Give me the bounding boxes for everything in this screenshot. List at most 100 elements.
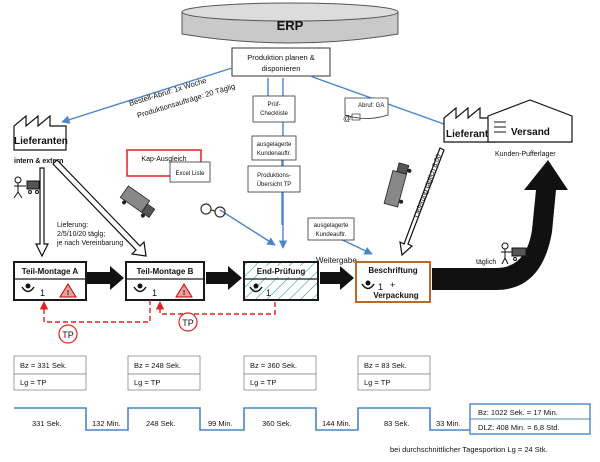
svg-text:Kap-Ausgleich: Kap-Ausgleich: [141, 156, 186, 163]
process-time-4: 83 Sek.: [384, 419, 409, 428]
timeline-summary-box: Bz: 1022 Sek. = 17 Min. DLZ: 408 Min. = …: [469, 403, 591, 435]
erp-database: ERP: [181, 2, 399, 44]
tp-badge-left: TP: [58, 324, 78, 344]
operator-count: 1: [266, 288, 271, 298]
process-name: Beschriftung: [368, 266, 417, 275]
doc-excel-liste: Excel Liste: [169, 161, 211, 183]
svg-text:ausgelagerte: ausgelagerte: [257, 142, 292, 148]
svg-text:Übersicht TP: Übersicht TP: [257, 181, 292, 188]
lieferanten-label: Lieferanten: [14, 136, 68, 147]
process-teil-montage-a: Teil-Montage A 1 !: [13, 261, 87, 301]
push-arrows: [35, 159, 147, 258]
taeglich-label: täglich: [476, 259, 496, 266]
truck-icon-right: [383, 162, 412, 208]
versand-label: Versand: [511, 127, 550, 138]
person-cart-icon-right: [501, 242, 527, 265]
svg-text:Lg = TP: Lg = TP: [250, 378, 276, 387]
doc-pruef-checkliste: Prüf- Checkliste: [252, 95, 296, 123]
operator-icon: [21, 286, 35, 293]
process-name-2: Verpackung: [373, 291, 418, 300]
process-time-1: 331 Sek.: [32, 419, 62, 428]
svg-text:TP: TP: [62, 330, 74, 340]
kunden-pufferlager-label: Kunden-Pufferlager: [495, 151, 556, 158]
timeline-line: [14, 407, 470, 431]
timeline-footnote: bei durchschnittlicher Tagesportion Lg =…: [390, 445, 548, 454]
at-icon: @: [343, 114, 351, 123]
produktion-planen-line1: Produktion planen &: [247, 53, 315, 62]
wait-time-2: 99 Min.: [208, 419, 233, 428]
weitergabe-label: Weitergabe: [316, 256, 357, 265]
svg-text:Bz = 331 Sek.: Bz = 331 Sek.: [20, 361, 67, 370]
flow-glasses: [219, 209, 276, 246]
process-end-pruefung: End-Prüfung 1: [243, 261, 319, 301]
lieferung-line2: 2/5/10/20 täglg;: [57, 231, 105, 238]
data-box-a: Bz = 331 Sek. Lg = TP: [13, 355, 87, 391]
svg-text:Lg = TP: Lg = TP: [20, 378, 46, 387]
summary-dlz: DLZ: 408 Min. = 6,8 Std.: [478, 423, 560, 432]
svg-text:Produktions-: Produktions-: [257, 173, 291, 179]
doc-ausgelagerte-kundeauftr: ausgelagerte Kundeauftr.: [307, 217, 355, 241]
process-time-2: 248 Sek.: [146, 419, 176, 428]
shipment-arrow: [432, 160, 568, 290]
glasses-icon: [200, 203, 226, 218]
svg-text:Excel Liste: Excel Liste: [175, 171, 205, 177]
doc-abruf-ga: Abruf: GA @: [343, 97, 389, 123]
wait-time-1: 132 Min.: [92, 419, 121, 428]
process-name: End-Prüfung: [257, 267, 306, 276]
svg-text:Bz = 360 Sek.: Bz = 360 Sek.: [250, 361, 297, 370]
svg-text:Lg = TP: Lg = TP: [364, 378, 390, 387]
truck-icon-left: [119, 185, 156, 219]
produktion-planen-box: Produktion planen & disponieren: [231, 47, 331, 77]
lieferung-line3: je nach Vereinbarung: [56, 240, 123, 247]
data-box-b: Bz = 248 Sek. Lg = TP: [127, 355, 201, 391]
process-push-arrows: [86, 266, 354, 290]
wait-time-3: 144 Min.: [322, 419, 351, 428]
mail-icon: [351, 113, 361, 121]
svg-text:ausgelagerte: ausgelagerte: [314, 223, 349, 229]
svg-text:Abruf: GA: Abruf: GA: [358, 103, 384, 109]
doc-ausgelagerte-kundenauftr: ausgelagerte Kundenauftr.: [251, 135, 297, 161]
operator-count: 1: [378, 282, 383, 292]
process-teil-montage-b: Teil-Montage B 1 !: [125, 261, 205, 301]
svg-text:!: !: [67, 290, 69, 297]
operator-count: 1: [40, 288, 45, 298]
operator-icon: [133, 286, 147, 293]
data-box-beschriftung: Bz = 83 Sek. Lg = TP: [357, 355, 431, 391]
operator-count: 1: [152, 288, 157, 298]
erp-title: ERP: [277, 18, 304, 33]
inventory-triangle-icon: [175, 283, 193, 298]
tp-badge-right: TP: [178, 312, 198, 332]
flow-to-lieferanten: [61, 67, 233, 124]
kanban-loops: [39, 300, 276, 323]
process-name: Teil-Montage B: [137, 267, 194, 276]
process-beschriftung: Beschriftung 1 + Verpackung: [355, 261, 431, 303]
svg-text:Bz = 248 Sek.: Bz = 248 Sek.: [134, 361, 181, 370]
lieferung-line1: Lieferung:: [57, 222, 88, 229]
inventory-triangle-icon: [59, 283, 77, 298]
operator-icon: [361, 283, 375, 290]
lieferung-taeglich-label: Lieferung täglich 8:00: [413, 153, 443, 218]
svg-text:Checkliste: Checkliste: [260, 111, 288, 117]
svg-text:Lg = TP: Lg = TP: [134, 378, 160, 387]
operator-icon: [249, 286, 263, 293]
svg-text:Kundenauftr.: Kundenauftr.: [257, 151, 291, 157]
doc-produktions-uebersicht: Produktions- Übersicht TP: [247, 165, 301, 193]
svg-text:!: !: [183, 290, 185, 297]
svg-text:Prüf-: Prüf-: [267, 102, 280, 108]
wait-time-4: 33 Min.: [436, 419, 461, 428]
svg-text:TP: TP: [182, 318, 194, 328]
process-time-3: 360 Sek.: [262, 419, 292, 428]
intern-extern-label: intern & extern: [14, 158, 63, 165]
push-arrow-ga: [399, 147, 445, 257]
versand-house-icon: [487, 99, 573, 143]
produktion-planen-line2: disponieren: [262, 64, 301, 73]
process-name: Teil-Montage A: [22, 267, 79, 276]
data-box-endpruefung: Bz = 360 Sek. Lg = TP: [243, 355, 317, 391]
lieferanten-factory-icon: [13, 114, 67, 151]
summary-bz: Bz: 1022 Sek. = 17 Min.: [478, 408, 558, 417]
person-cart-icon: [13, 176, 40, 199]
plus-sign: +: [390, 280, 395, 290]
svg-text:Bz = 83 Sek.: Bz = 83 Sek.: [364, 361, 407, 370]
lieferant-ga-label: Lieferant GA: [446, 129, 506, 140]
